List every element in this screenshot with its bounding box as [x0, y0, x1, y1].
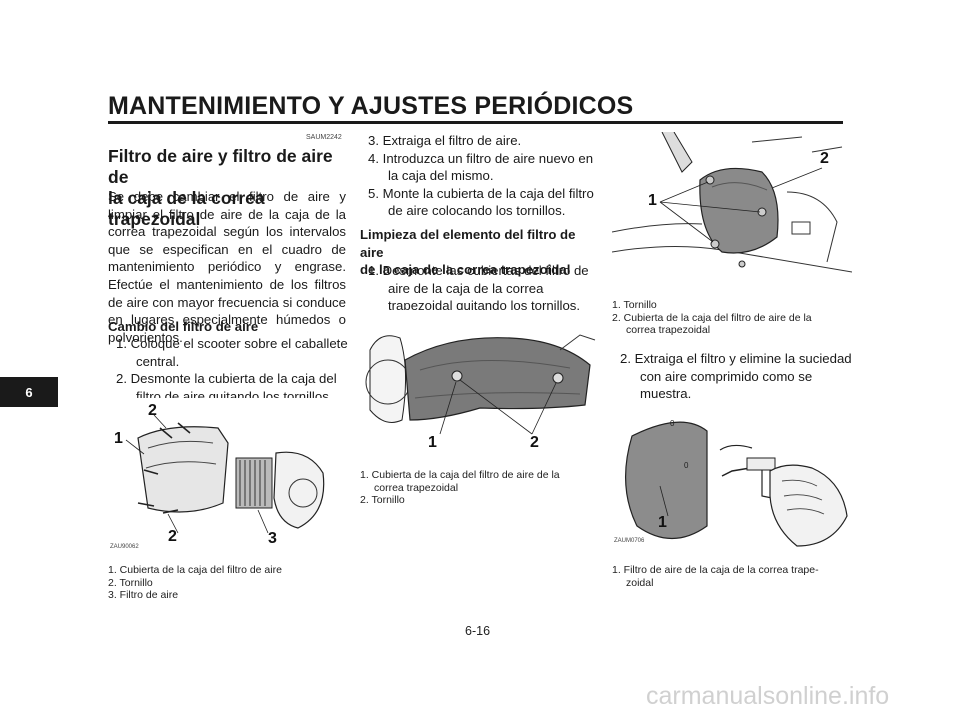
figure-1-air-filter: ZAU90062 1 2 2 3: [108, 398, 348, 558]
figure-2-caption-1b: correa trapezoidal: [374, 481, 459, 494]
page-number: 6-16: [465, 624, 491, 638]
svg-text:0: 0: [684, 461, 689, 470]
change-step-4: 4. Introduzca un filtro de aire nuevo en…: [368, 150, 594, 184]
figure-3-caption-1: 1. Tornillo: [612, 299, 657, 311]
header-rule: [108, 121, 843, 124]
figure-3-caption-2b: correa trapezoidal: [626, 324, 711, 336]
change-step-5: 5. Monte la cubierta de la caja del filt…: [368, 185, 594, 219]
clean-steps-b: 2. Extraiga el filtro y elimine la sucie…: [612, 350, 852, 403]
figure-3-caption-2a: 2. Cubierta de la caja del filtro de air…: [612, 311, 812, 324]
figure-4-code: ZAUM0706: [614, 538, 645, 544]
change-step-3: 3. Extraiga el filtro de aire.: [368, 133, 522, 148]
section-title: Filtro de aire y filtro de aire de la ca…: [108, 146, 348, 230]
figure-1-code: ZAU90062: [110, 544, 139, 550]
clean-title-line-2: de la caja de la correa trapezoidal: [360, 262, 571, 278]
figure-1-caption-3: 3. Filtro de aire: [108, 589, 179, 601]
change-steps-a: 1. Coloque el scooter sobre el caballete…: [108, 335, 348, 405]
figure-2-callout-1: 1: [428, 434, 437, 451]
page-header-title: MANTENIMIENTO Y AJUSTES PERIÓDICOS: [108, 92, 634, 120]
svg-text:0: 0: [670, 419, 675, 428]
figure-2-belt-case-cover: 1 2: [360, 310, 600, 460]
figure-3-callout-2: 2: [820, 150, 829, 167]
watermark: carmanualsonline.info: [646, 682, 890, 710]
change-step-1: 1. Coloque el scooter sobre el caballete…: [116, 336, 348, 369]
change-title: Cambio del filtro de aire: [108, 319, 259, 334]
figure-1-callout-3: 3: [268, 530, 277, 547]
clean-title: Limpieza del elemento del filtro de aire…: [360, 226, 600, 279]
section-intro: Se debe cambiar el filtro de aire y limp…: [108, 189, 346, 345]
figure-4-filter-compressed-air: 0 0 ZAUM0706 1: [612, 406, 852, 556]
figure-2-caption-1a: 1. Cubierta de la caja del filtro de air…: [360, 469, 560, 481]
figure-4-caption-1b: zoidal: [626, 576, 654, 589]
section-code: SAUM2242: [306, 134, 342, 141]
change-steps-b: 3. Extraiga el filtro de aire. 4. Introd…: [360, 132, 600, 220]
chapter-tab: 6: [0, 377, 58, 407]
section-title-line-1: Filtro de aire y filtro de aire de: [108, 146, 333, 187]
figure-1-callout-1: 1: [114, 430, 123, 447]
clean-title-line-1: Limpieza del elemento del filtro de aire: [360, 227, 576, 260]
clean-steps-a: 1. Desmonte las cubiertas del filtro de …: [360, 262, 600, 315]
figure-2-callout-2: 2: [530, 434, 539, 451]
figure-1-caption: 1. Cubierta de la caja del filtro de air…: [108, 564, 348, 602]
figure-3-callout-1: 1: [648, 192, 657, 209]
figure-3-belt-case-cover-closeup: 1 2: [611, 131, 853, 292]
figure-1-callout-2-bottom: 2: [168, 528, 177, 545]
clean-step-1: 1. Desmonte las cubiertas del filtro de …: [368, 263, 589, 314]
figure-4-callout-1: 1: [658, 514, 667, 531]
clean-step-2: 2. Extraiga el filtro y elimine la sucie…: [620, 351, 852, 402]
figure-2-illustration: [365, 334, 596, 435]
figure-3-caption: 1. Tornillo 2. Cubierta de la caja del f…: [612, 299, 852, 337]
figure-3-illustration: [611, 131, 853, 273]
figure-1-illustration: ZAU90062: [110, 414, 325, 550]
figure-1-caption-1: 1. Cubierta de la caja del filtro de air…: [108, 564, 282, 576]
section-title-line-2: la caja de la correa trapezoidal: [108, 188, 265, 229]
figure-4-caption: 1. Filtro de aire de la caja de la corre…: [612, 564, 852, 589]
figure-4-caption-1a: 1. Filtro de aire de la caja de la corre…: [612, 564, 819, 576]
figure-2-caption: 1. Cubierta de la caja del filtro de air…: [360, 469, 600, 507]
figure-1-callout-2-top: 2: [148, 402, 157, 419]
figure-2-caption-2: 2. Tornillo: [360, 494, 405, 506]
figure-1-caption-2: 2. Tornillo: [108, 576, 153, 589]
figure-4-illustration: 0 0 ZAUM0706: [614, 419, 848, 547]
